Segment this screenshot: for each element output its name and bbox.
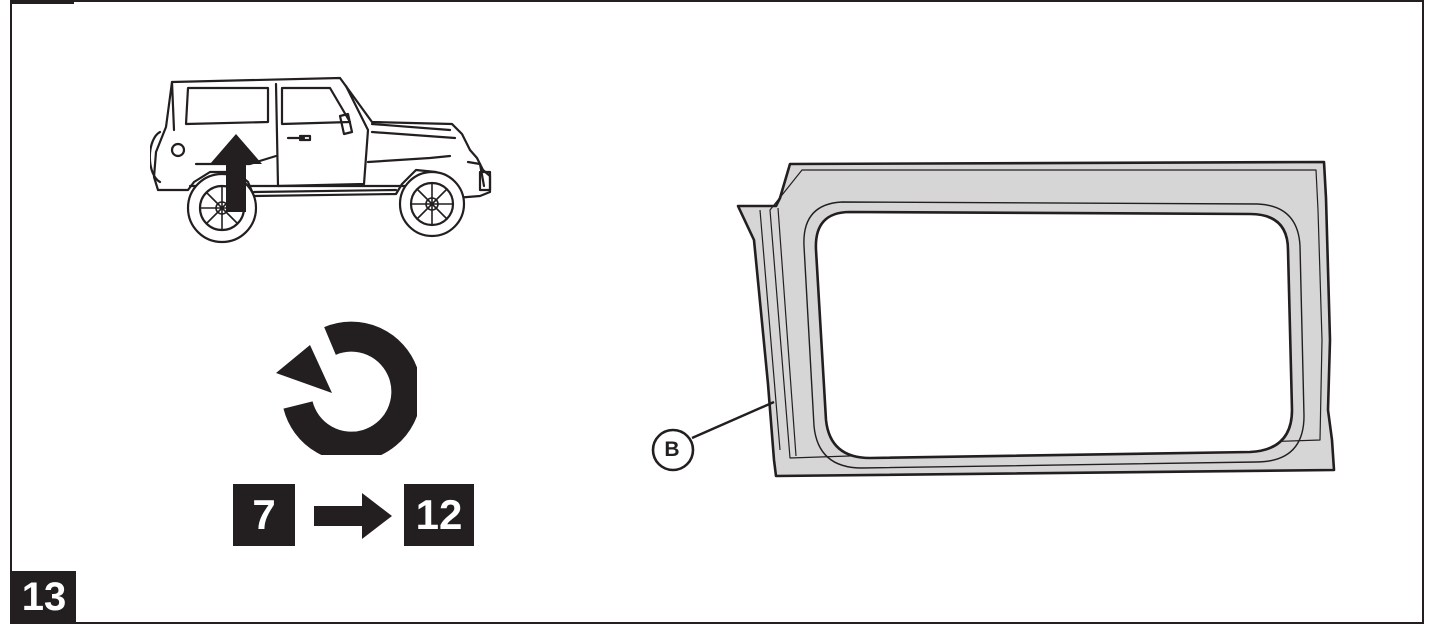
right-arrow-icon bbox=[314, 493, 392, 539]
side-window-panel-icon bbox=[736, 160, 1336, 478]
counterclockwise-rotate-icon bbox=[276, 321, 417, 455]
up-arrow-icon bbox=[210, 134, 262, 212]
step-frame bbox=[10, 0, 1424, 624]
top-tab-marker bbox=[10, 0, 74, 4]
callout-leader-line bbox=[651, 400, 775, 472]
sequence-to-step: 12 bbox=[404, 484, 474, 546]
jeep-side-view-icon bbox=[150, 76, 492, 244]
step-number: 13 bbox=[12, 571, 76, 623]
callout-b-label: B bbox=[664, 438, 680, 461]
sequence-from-step: 7 bbox=[233, 484, 295, 546]
